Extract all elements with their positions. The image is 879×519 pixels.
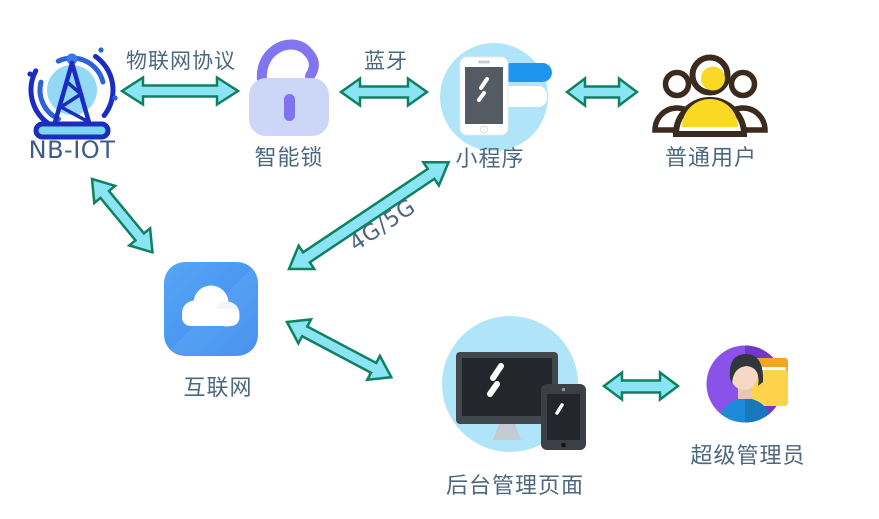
padlock-icon (249, 39, 329, 136)
edge-label-bluetooth: 蓝牙 (364, 49, 408, 73)
radio-tower-icon (27, 46, 118, 140)
node-label-super-admin: 超级管理员 (690, 444, 806, 469)
arrow-backend-admin (601, 370, 681, 402)
admin-folder-icon (706, 345, 788, 423)
users-group-icon (652, 54, 768, 137)
node-label-mini-program: 小程序 (455, 147, 525, 172)
chat-bubble-blue-icon (502, 63, 552, 82)
arrow-internet-nbiot (90, 177, 154, 255)
arrow-smartlock-miniprogram (338, 76, 430, 108)
arrow-miniprogram-user (564, 76, 640, 108)
node-label-internet: 互联网 (183, 376, 253, 401)
arrow-internet-miniprogram (287, 160, 451, 271)
cloud-icon (164, 262, 258, 356)
monitor-tablet-icon (442, 316, 586, 452)
admin-person-icon (719, 354, 771, 423)
node-label-smart-lock: 智能锁 (254, 146, 324, 171)
arrow-internet-backend (285, 317, 394, 382)
node-label-ordinary-user: 普通用户 (664, 146, 757, 171)
phone-chat-icon (440, 43, 552, 151)
edge-label-iot-protocol: 物联网协议 (126, 49, 236, 73)
node-label-backend-page: 后台管理页面 (445, 474, 584, 499)
arrow-nbiot-smartlock (119, 75, 241, 107)
chat-bubble-white-icon (499, 86, 547, 107)
node-label-nb-iot: NB-IOT (28, 136, 116, 164)
